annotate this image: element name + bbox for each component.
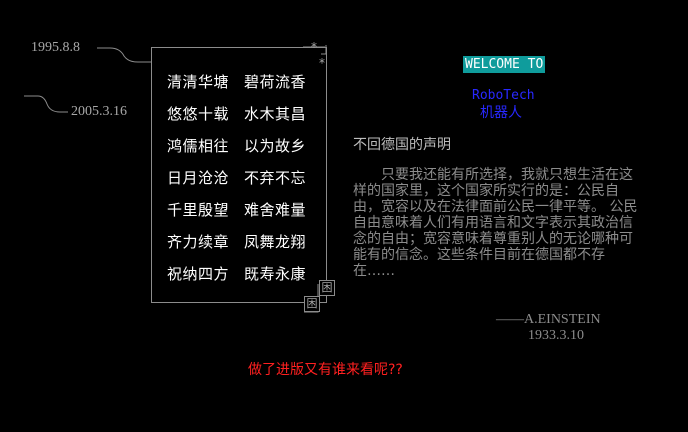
- poem-line: 鸿儒相往以为故乡: [167, 135, 306, 156]
- poem-verse: 齐力续章: [167, 233, 230, 251]
- poem-line: 祝纳四方既寿永康: [167, 263, 306, 284]
- poem-verse: 难舍难量: [244, 201, 307, 219]
- poem-line: 日月沧沧不弃不忘: [167, 167, 306, 188]
- poem-verse: 清清华塘: [167, 73, 230, 91]
- poem-line: 齐力续章凤舞龙翔: [167, 231, 306, 252]
- welcome-banner: WELCOME TO: [463, 56, 546, 73]
- poem-verse: 千里殷望: [167, 201, 230, 219]
- robotech-name[interactable]: RoboTech: [472, 88, 535, 103]
- date-top: 1995.8.8: [31, 40, 80, 55]
- poem-corner-mark-2: *: [319, 56, 325, 70]
- essay-signature: ——A.EINSTEIN: [496, 312, 601, 327]
- poem-verse: 祝纳四方: [167, 265, 230, 283]
- seal-mark-upper: 困: [319, 280, 335, 296]
- poem-line: 千里殷望难舍难量: [167, 199, 306, 220]
- essay-title: 不回德国的声明: [353, 137, 451, 153]
- essay-body: 只要我还能有所选择，我就只想生活在这样的国家里，这个国家所实行的是：公民自由，宽…: [353, 167, 638, 279]
- robotech-name-cn[interactable]: 机器人: [480, 105, 522, 121]
- date-bottom: 2005.3.16: [71, 104, 127, 119]
- poem-verse: 碧荷流香: [244, 73, 307, 91]
- poem-corner-mark-1: *: [311, 40, 317, 54]
- poem-verse: 凤舞龙翔: [244, 233, 307, 251]
- footer-message: 做了进版又有谁来看呢??: [248, 362, 403, 378]
- poem-verse: 既寿永康: [244, 265, 307, 283]
- poem-line: 悠悠十载水木其昌: [167, 103, 306, 124]
- essay-signature-date: 1933.3.10: [528, 328, 584, 343]
- poem-verse: 悠悠十载: [167, 105, 230, 123]
- seal-mark-lower: 困: [304, 296, 320, 312]
- poem-frame: [151, 47, 327, 303]
- poem-verse: 不弃不忘: [244, 169, 307, 187]
- poem-verse: 日月沧沧: [167, 169, 230, 187]
- poem-line: 清清华塘碧荷流香: [167, 71, 306, 92]
- poem-verse: 水木其昌: [244, 105, 307, 123]
- poem-verse: 以为故乡: [244, 137, 307, 155]
- poem-verse: 鸿儒相往: [167, 137, 230, 155]
